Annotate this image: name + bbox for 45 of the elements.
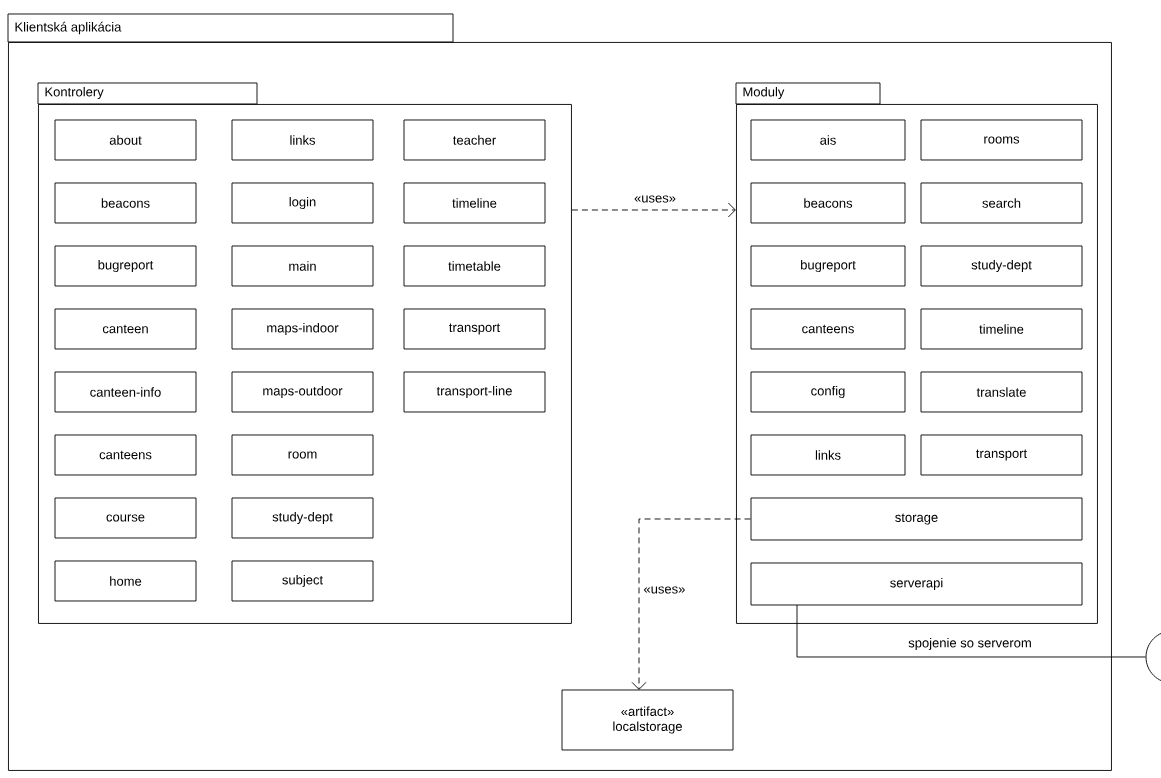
- component-box: bugreport: [54, 245, 197, 287]
- dependency-arrow: [571, 202, 736, 218]
- edge-label: «uses»: [633, 194, 677, 204]
- component-box: study-dept: [920, 245, 1083, 287]
- component-box: canteens: [54, 434, 197, 476]
- component-box: rooms: [920, 119, 1083, 161]
- node-label: Moduly: [743, 86, 785, 100]
- dependency-arrow: [631, 518, 751, 690]
- component-box: subject: [231, 560, 374, 602]
- node-label: Klientská aplikácia: [15, 21, 122, 35]
- component-box: links: [231, 119, 374, 161]
- component-box: course: [54, 497, 197, 539]
- component-box: bugreport: [750, 245, 906, 287]
- component-box: config: [750, 371, 906, 413]
- component-box: links: [750, 434, 906, 476]
- edge-label: «uses»: [642, 585, 687, 595]
- component-box: beacons: [54, 182, 197, 224]
- component-box: canteen-info: [54, 371, 197, 413]
- component-box: about: [54, 119, 197, 161]
- component-box: translate: [920, 371, 1083, 413]
- component-box: serverapi: [750, 562, 1083, 606]
- component-box: transport-line: [403, 371, 546, 413]
- node-label: Kontrolery: [45, 86, 104, 100]
- component-box: search: [920, 182, 1083, 224]
- component-box: canteens: [750, 308, 906, 350]
- component-box: transport: [403, 308, 546, 350]
- component-box: main: [231, 245, 374, 287]
- component-box: ais: [750, 119, 906, 161]
- component-box: maps-outdoor: [231, 371, 374, 413]
- component-box: timeline: [920, 308, 1083, 350]
- component-box: study-dept: [231, 497, 374, 539]
- component-box: transport: [920, 434, 1083, 476]
- artifact-box: «artifact» localstorage: [561, 689, 734, 751]
- connector-line: [796, 604, 1146, 658]
- component-box: timeline: [403, 182, 546, 224]
- component-box: login: [231, 182, 374, 224]
- component-box: timetable: [403, 245, 546, 287]
- component-box: room: [231, 434, 374, 476]
- component-box: canteen: [54, 308, 197, 350]
- component-box: maps-indoor: [231, 308, 374, 350]
- component-box: beacons: [750, 182, 906, 224]
- edge-label: spojenie so serverom: [907, 636, 1033, 652]
- component-box: home: [54, 560, 197, 602]
- component-box: storage: [750, 497, 1083, 541]
- component-box: teacher: [403, 119, 546, 161]
